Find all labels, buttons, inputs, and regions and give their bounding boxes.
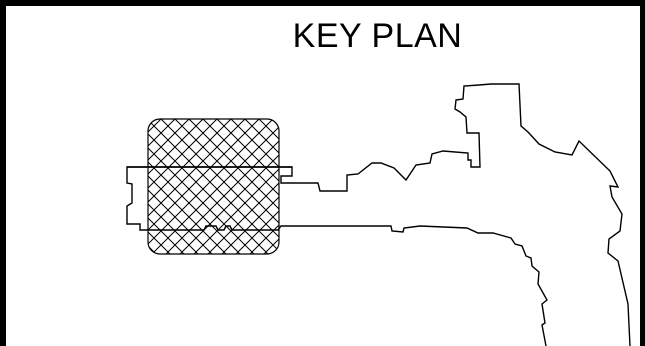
highlighted-area — [147, 118, 280, 255]
site-outline — [126, 83, 631, 346]
key-plan-title: KEY PLAN — [292, 17, 463, 55]
sheet-right-border — [640, 0, 645, 346]
sheet-top-border — [0, 0, 645, 6]
sheet-left-border — [0, 0, 6, 346]
